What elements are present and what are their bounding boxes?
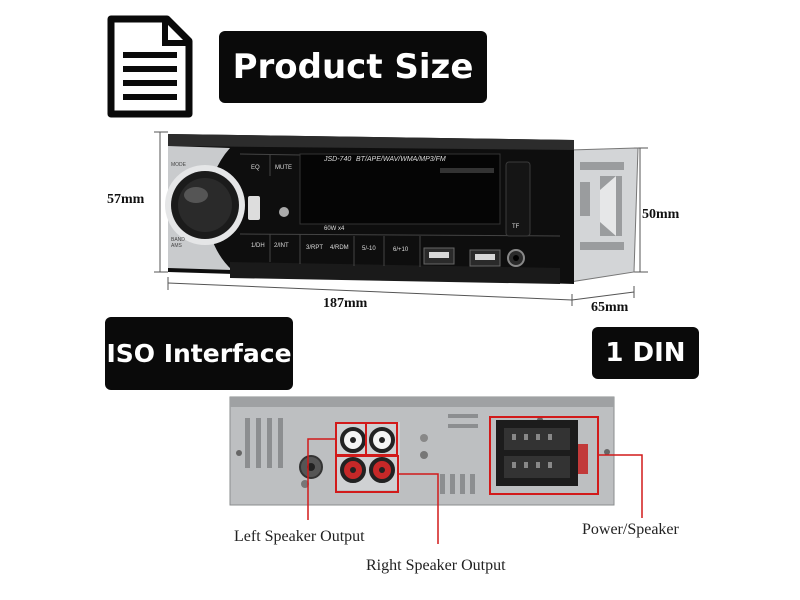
formats-label: BT/APE/WAV/WMA/MP3/FM [356, 156, 446, 163]
preset-1-button[interactable]: 1/DH [251, 243, 265, 249]
preset-4-button[interactable]: 4/RDM [330, 245, 349, 251]
preset-6-button[interactable]: 6/+10 [393, 247, 409, 253]
mute-button[interactable]: MUTE [275, 165, 292, 171]
band-button[interactable]: BAND AMS [171, 237, 185, 249]
power-speaker-label: Power/Speaker [582, 521, 679, 538]
right-speaker-output-label: Right Speaker Output [366, 557, 506, 574]
left-speaker-output-label: Left Speaker Output [234, 528, 365, 545]
power-label: 60W x4 [324, 226, 345, 232]
back-height-dimension: 50mm [642, 207, 680, 222]
preset-3-button[interactable]: 3/RPT [306, 245, 324, 251]
preset-2-button[interactable]: 2/INT [274, 243, 289, 249]
mode-button[interactable]: MODE [171, 162, 186, 168]
product-size-title: Product Size [219, 31, 487, 103]
preset-5-button[interactable]: 5/-10 [362, 246, 376, 252]
width-dimension: 187mm [323, 296, 368, 311]
front-height-dimension: 57mm [107, 192, 145, 207]
iso-interface-title: ISO Interface [105, 317, 293, 390]
model-label: JSD-740 [324, 156, 352, 163]
din-title: 1 DIN [592, 327, 699, 379]
depth-dimension: 65mm [591, 300, 629, 315]
tf-label: TF [512, 224, 520, 230]
document-icon [107, 15, 193, 118]
eq-button[interactable]: EQ [251, 165, 260, 171]
